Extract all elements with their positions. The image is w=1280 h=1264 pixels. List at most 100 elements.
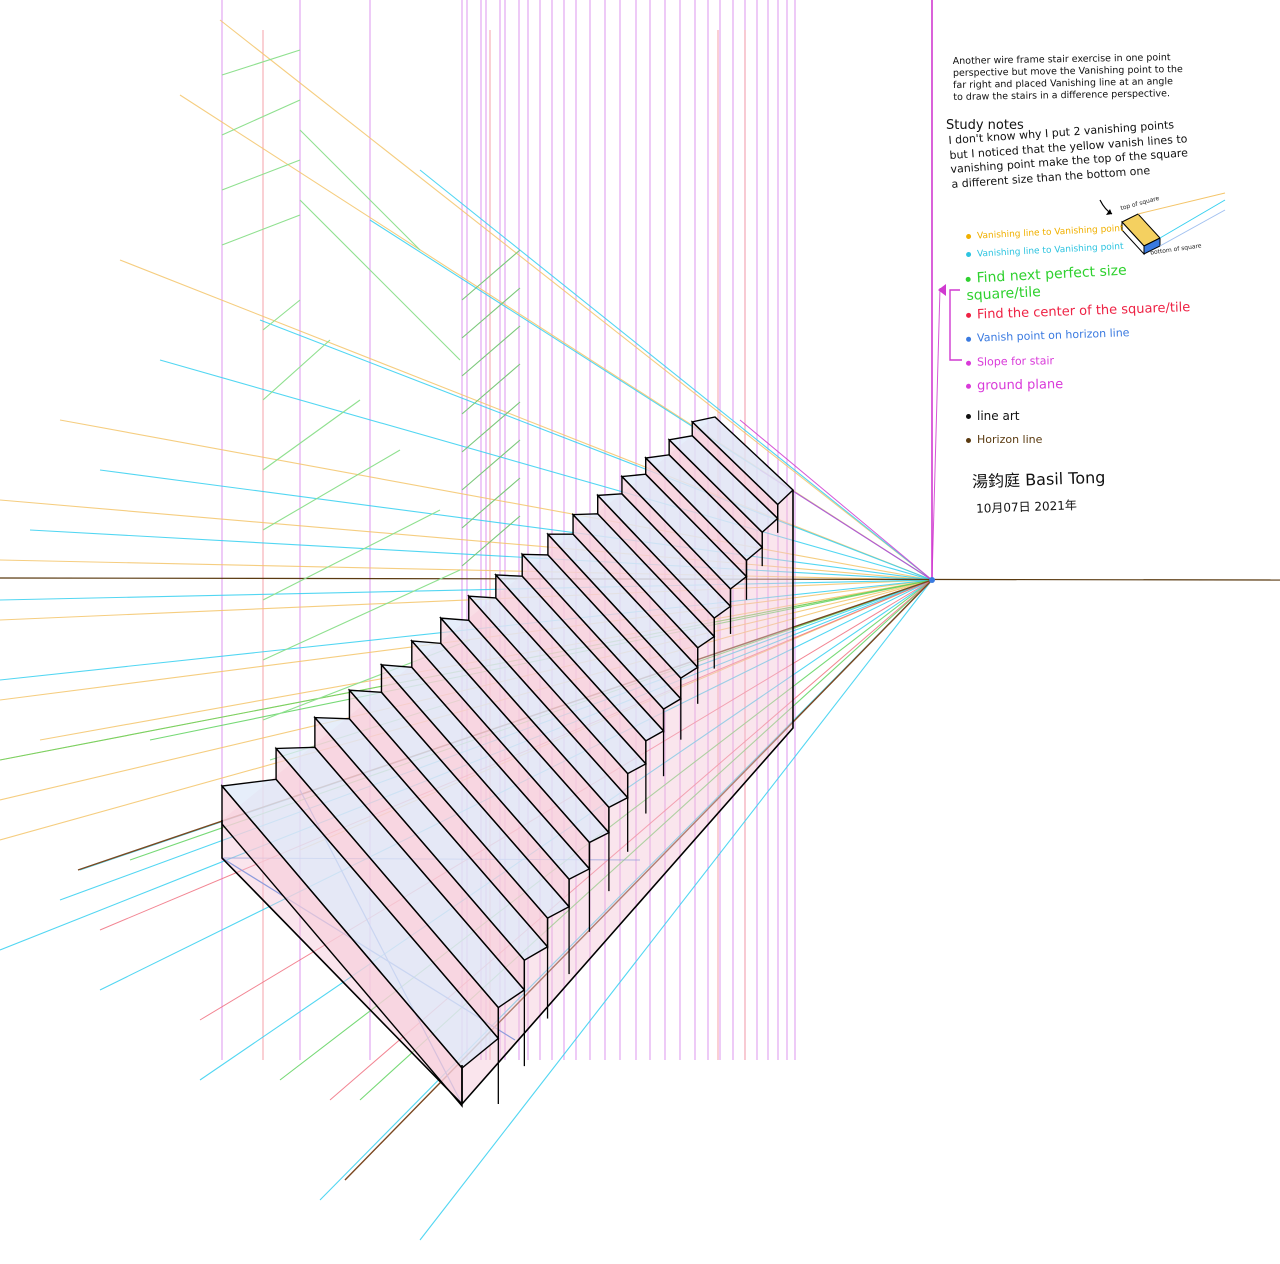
legend-dot bbox=[965, 233, 972, 240]
green-construction bbox=[262, 569, 461, 661]
stair-riser-fill bbox=[597, 495, 715, 637]
green-construction bbox=[461, 439, 521, 491]
stair-line-art bbox=[220, 416, 795, 1108]
date: 10月07日 2021年 bbox=[975, 498, 1078, 516]
cyan-vanishing-line bbox=[259, 319, 933, 581]
green-construction bbox=[461, 287, 521, 339]
stair-tread-fill bbox=[522, 554, 681, 710]
vanishing-point bbox=[929, 577, 935, 583]
stair-riser-fill bbox=[645, 458, 747, 577]
stair-tread-fill bbox=[597, 493, 731, 619]
green-construction bbox=[461, 325, 521, 377]
legend-item-8: line art bbox=[966, 409, 1019, 423]
stair-riser-fill bbox=[411, 640, 590, 869]
stair-riser-fill bbox=[440, 618, 609, 833]
legend-dot bbox=[965, 312, 972, 318]
stair-riser-fill bbox=[692, 421, 778, 519]
stair-tread-fill bbox=[440, 618, 628, 808]
yellow-vanishing-line bbox=[219, 19, 933, 581]
stair-tread-fill bbox=[669, 435, 778, 533]
stair-tread-fill bbox=[314, 717, 548, 961]
stair-tread-fill bbox=[276, 747, 525, 1008]
green-construction bbox=[299, 199, 461, 361]
mini-vanish-line bbox=[1137, 192, 1226, 215]
green-construction bbox=[221, 159, 301, 191]
cyan-vanishing-line bbox=[0, 579, 933, 601]
magenta-slope-line bbox=[739, 419, 933, 581]
legend-dot bbox=[965, 251, 972, 258]
green-construction bbox=[221, 214, 301, 246]
legend-item-6: Slope for stair bbox=[965, 354, 1055, 369]
legend-item-7: ground plane bbox=[965, 377, 1064, 394]
exercise-note: Another wire frame stair exercise in one… bbox=[952, 52, 1183, 104]
stair-riser-fill bbox=[314, 717, 525, 990]
cyan-vanishing-line bbox=[99, 469, 933, 581]
legend-item-9: Horizon line bbox=[966, 433, 1042, 446]
legend-label: Find next perfect size square/tile bbox=[966, 262, 1128, 304]
mini-arrow-head bbox=[1106, 209, 1112, 215]
stair-tread-fill bbox=[547, 534, 698, 679]
legend-label: Horizon line bbox=[977, 433, 1043, 446]
legend-label: ground plane bbox=[976, 377, 1064, 394]
stair-tread-fill bbox=[381, 664, 590, 880]
yellow-vanishing-line bbox=[0, 499, 933, 581]
stair-riser-fill bbox=[222, 786, 462, 1106]
green-construction bbox=[461, 363, 521, 415]
signature: 湯鈞庭 Basil Tong bbox=[971, 467, 1106, 492]
yellow-vanishing-line bbox=[0, 579, 933, 621]
stair-riser-fill bbox=[276, 748, 499, 1039]
stair-riser-fill bbox=[669, 439, 763, 548]
legend-label: line art bbox=[977, 409, 1020, 423]
yellow-vanishing-line bbox=[0, 559, 933, 581]
legend-label: Slope for stair bbox=[976, 354, 1055, 369]
square-diagram bbox=[1099, 192, 1226, 256]
stair-riser-fill bbox=[381, 664, 570, 907]
green-construction bbox=[262, 339, 331, 401]
stair-riser-fill bbox=[547, 534, 681, 699]
magenta-slope-line bbox=[931, 287, 941, 581]
green-construction bbox=[262, 509, 441, 601]
slope-bracket bbox=[949, 289, 962, 361]
legend-dot bbox=[965, 276, 971, 282]
legend-dot bbox=[965, 383, 972, 389]
mini-vanish-line bbox=[1159, 209, 1226, 247]
green-construction bbox=[262, 299, 301, 331]
stair-riser-fill bbox=[573, 514, 698, 668]
slope-arrow bbox=[938, 284, 946, 296]
legend-dot bbox=[965, 336, 972, 342]
mini-vanish-line bbox=[1159, 199, 1226, 239]
cyan-vanishing-line bbox=[419, 169, 933, 581]
stair-tread-fill bbox=[222, 779, 499, 1068]
stair-tread-fill bbox=[645, 454, 763, 561]
green-construction bbox=[299, 129, 421, 251]
green-construction bbox=[461, 249, 521, 301]
green-construction bbox=[461, 515, 521, 567]
stair-tread-fill bbox=[573, 513, 715, 648]
yellow-vanishing-line bbox=[59, 419, 933, 581]
stair-tread-fill bbox=[411, 640, 609, 843]
green-construction bbox=[221, 49, 301, 76]
cyan-vanishing-line bbox=[29, 529, 933, 581]
yellow-vanishing-line bbox=[119, 259, 933, 581]
stair-riser-fill bbox=[522, 554, 664, 731]
green-construction bbox=[262, 449, 401, 531]
study-notes-title: Study notes bbox=[946, 118, 1024, 133]
stair-riser-fill bbox=[468, 596, 628, 798]
stair-tread-fill bbox=[495, 574, 664, 741]
legend-dot bbox=[966, 437, 971, 443]
green-construction bbox=[221, 99, 301, 136]
stair-fills bbox=[222, 417, 793, 1106]
stair-riser-fill bbox=[349, 690, 548, 947]
cyan-vanishing-line bbox=[159, 359, 933, 581]
cyan-vanishing-line bbox=[419, 579, 933, 1241]
stair-tread-fill bbox=[349, 690, 570, 919]
green-construction bbox=[262, 399, 361, 471]
stair-riser-fill bbox=[621, 476, 731, 607]
legend-dot bbox=[965, 360, 972, 366]
legend-dot bbox=[966, 414, 971, 419]
stair-riser-fill bbox=[495, 574, 646, 764]
stair-tread-fill bbox=[621, 474, 747, 589]
green-construction bbox=[461, 401, 521, 453]
stair-tread-fill bbox=[468, 596, 646, 774]
